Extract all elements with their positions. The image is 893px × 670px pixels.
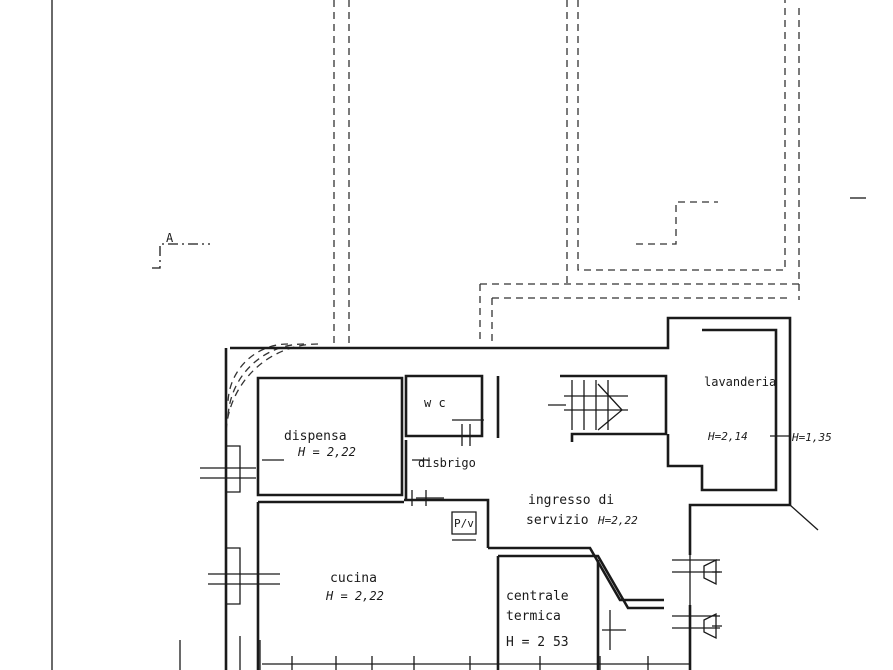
room-disbrigo-name: disbrigo — [418, 456, 476, 470]
exterior-height-label: H=1,35 — [791, 431, 832, 444]
curved-steps — [225, 343, 319, 437]
room-wc-name: w c — [424, 396, 446, 410]
section-marker-a: A — [152, 231, 210, 269]
room-dispensa-height: H = 2,22 — [297, 445, 356, 459]
room-ingresso-name-2: servizio — [526, 513, 589, 528]
room-cucina-height: H = 2,22 — [325, 589, 384, 603]
pv-label: P/v — [454, 517, 474, 530]
bottom-wall-marks — [179, 640, 690, 670]
dashed-courtyard-outlines — [333, 0, 800, 344]
outer-walls — [224, 316, 819, 670]
stair-treads — [548, 380, 628, 431]
room-labels: dispensa H = 2,22 w c disbrigo lavanderi… — [284, 375, 832, 650]
inner-walls — [256, 328, 778, 670]
room-ingresso-height: H=2,22 — [597, 514, 638, 527]
room-centrale-height: H = 2 53 — [506, 635, 569, 650]
room-centrale-name-2: termica — [506, 609, 561, 624]
room-ingresso-name: ingresso di — [528, 493, 614, 508]
windows-and-doors — [200, 419, 790, 670]
room-lavanderia-height: H=2,14 — [707, 430, 748, 443]
room-lavanderia-name: lavanderia — [704, 375, 776, 389]
room-cucina-name: cucina — [330, 571, 377, 586]
room-centrale-name: centrale — [506, 589, 569, 604]
section-marker-letter: A — [166, 231, 174, 245]
room-dispensa-name: dispensa — [284, 429, 347, 444]
